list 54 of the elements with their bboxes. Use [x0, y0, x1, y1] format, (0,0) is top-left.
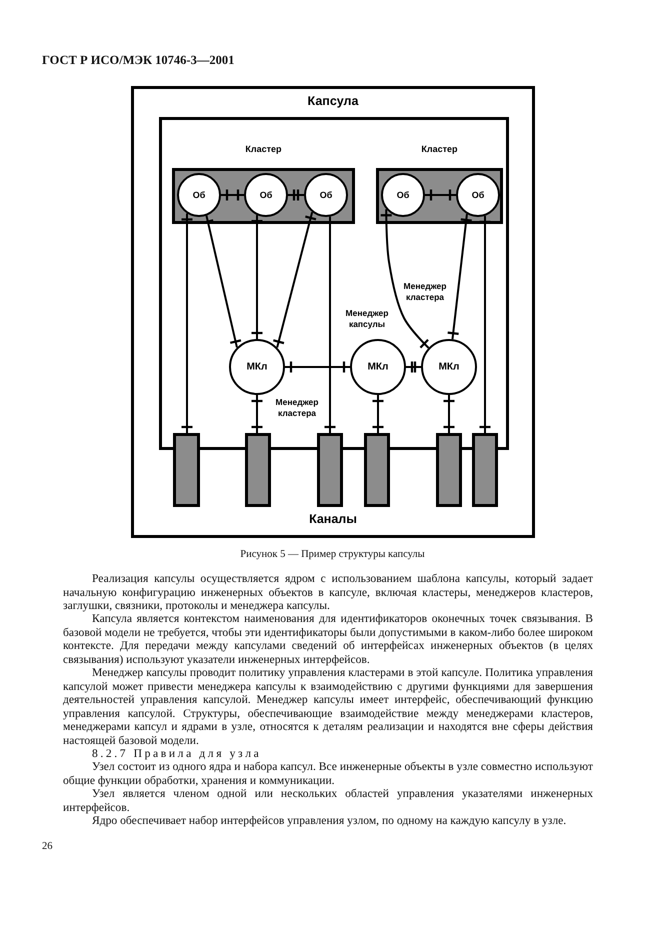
- paragraph: Капсула является контекстом наименования для идентификаторов оконечных точек связывания. В базовой модели не требуется, чтобы эти идентификаторы были допустимыми в каком-либо более широком контексте. Для передачи между капсулами сведений об интерфейсах инженерных объектов (в целях связывания) используют указатели инженерных интерфейсов.: [63, 612, 593, 666]
- node-label: Об: [318, 190, 334, 200]
- cluster-title: Кластер: [420, 144, 459, 155]
- cluster-title: Кластер: [244, 144, 283, 155]
- annotation-label: Менеджер капсулы: [344, 308, 390, 330]
- connector-line: [406, 360, 421, 374]
- capsule-frame: [131, 86, 535, 538]
- connector-line: [221, 188, 244, 202]
- channel-bar: [364, 433, 390, 507]
- node-label: Об: [192, 190, 206, 200]
- connector-line: [285, 360, 350, 374]
- connector-line: [371, 395, 385, 433]
- channel-bar: [472, 433, 498, 507]
- connector-line: [250, 395, 264, 433]
- object-circle: [177, 173, 221, 217]
- node-label: Об: [396, 190, 410, 200]
- channel-bar: [436, 433, 462, 507]
- object-circle: [381, 173, 425, 217]
- connector-line: [180, 213, 194, 433]
- connector-line: [442, 395, 456, 433]
- section-heading: 8.2.7 Правила для узла: [92, 747, 262, 760]
- connector-line: [478, 216, 492, 433]
- channel-bar: [317, 433, 343, 507]
- node-label: Об: [470, 190, 486, 200]
- paragraph: Узел состоит из одного ядра и набора капсул. Все инженерные объекты в узле совместно используют общие функции обработки, хранения и коммуникации.: [63, 760, 593, 787]
- node-label: МКл: [438, 362, 460, 372]
- paragraph: Менеджер капсулы проводит политику управления кластерами в этой капсуле. Политика управления капсулой может привести менеджера капсулы к взаимодействию с другими функциями для завершения деятельностей управления капсулой. Менеджер капсулы имеет интерфейс, обеспечивающий функцию управления капсулой. Структуры, обеспечивающие взаимодействие между менеджерами кластеров, менеджерами капсул и ядрами в узле, относятся к деталям реализации и находятся вне сферы действия настоящей базовой модели.: [63, 666, 593, 747]
- channel-bar: [245, 433, 271, 507]
- channel-bar: [173, 433, 200, 507]
- object-circle: [456, 173, 500, 217]
- connector-line: [323, 216, 337, 433]
- object-circle: [304, 173, 348, 217]
- channels-label: Каналы: [308, 513, 358, 526]
- object-circle: [244, 173, 288, 217]
- connector-line: [288, 188, 304, 202]
- paragraph: Ядро обеспечивает набор интерфейсов управления узлом, по одному на каждую капсулу в узле.: [91, 814, 568, 828]
- paragraph: Реализация капсулы осуществляется ядром с использованием шаблона капсулы, который задает начальную конфигурацию инженерных объектов в капсуле, включая кластеры, менеджеров кластеров, заглушки, связники, протоколы и менеджера капсулы.: [63, 572, 593, 612]
- connector-line: [380, 209, 430, 349]
- connector-line: [272, 212, 318, 348]
- connector-line: [446, 214, 473, 340]
- figure-caption: Рисунок 5 — Пример структуры капсулы: [239, 548, 426, 562]
- annotation-label: Менеджер кластера: [274, 397, 320, 419]
- page-number: 26: [42, 840, 54, 854]
- capsule-title: Капсула: [306, 94, 360, 108]
- connector-line: [250, 215, 264, 339]
- running-header: ГОСТ Р ИСО/МЭК 10746-3—2001: [42, 54, 236, 68]
- node-label: МКл: [366, 362, 390, 372]
- node-label: Об: [258, 190, 274, 200]
- annotation-label: Менеджер кластера: [402, 281, 448, 303]
- object-circle: [229, 339, 285, 395]
- inner-frame: [159, 117, 509, 450]
- connector-line: [425, 188, 456, 202]
- paragraph: Узел является членом одной или нескольких областей управления указателями инженерных интерфейсов.: [63, 787, 593, 814]
- node-label: МКл: [246, 362, 268, 372]
